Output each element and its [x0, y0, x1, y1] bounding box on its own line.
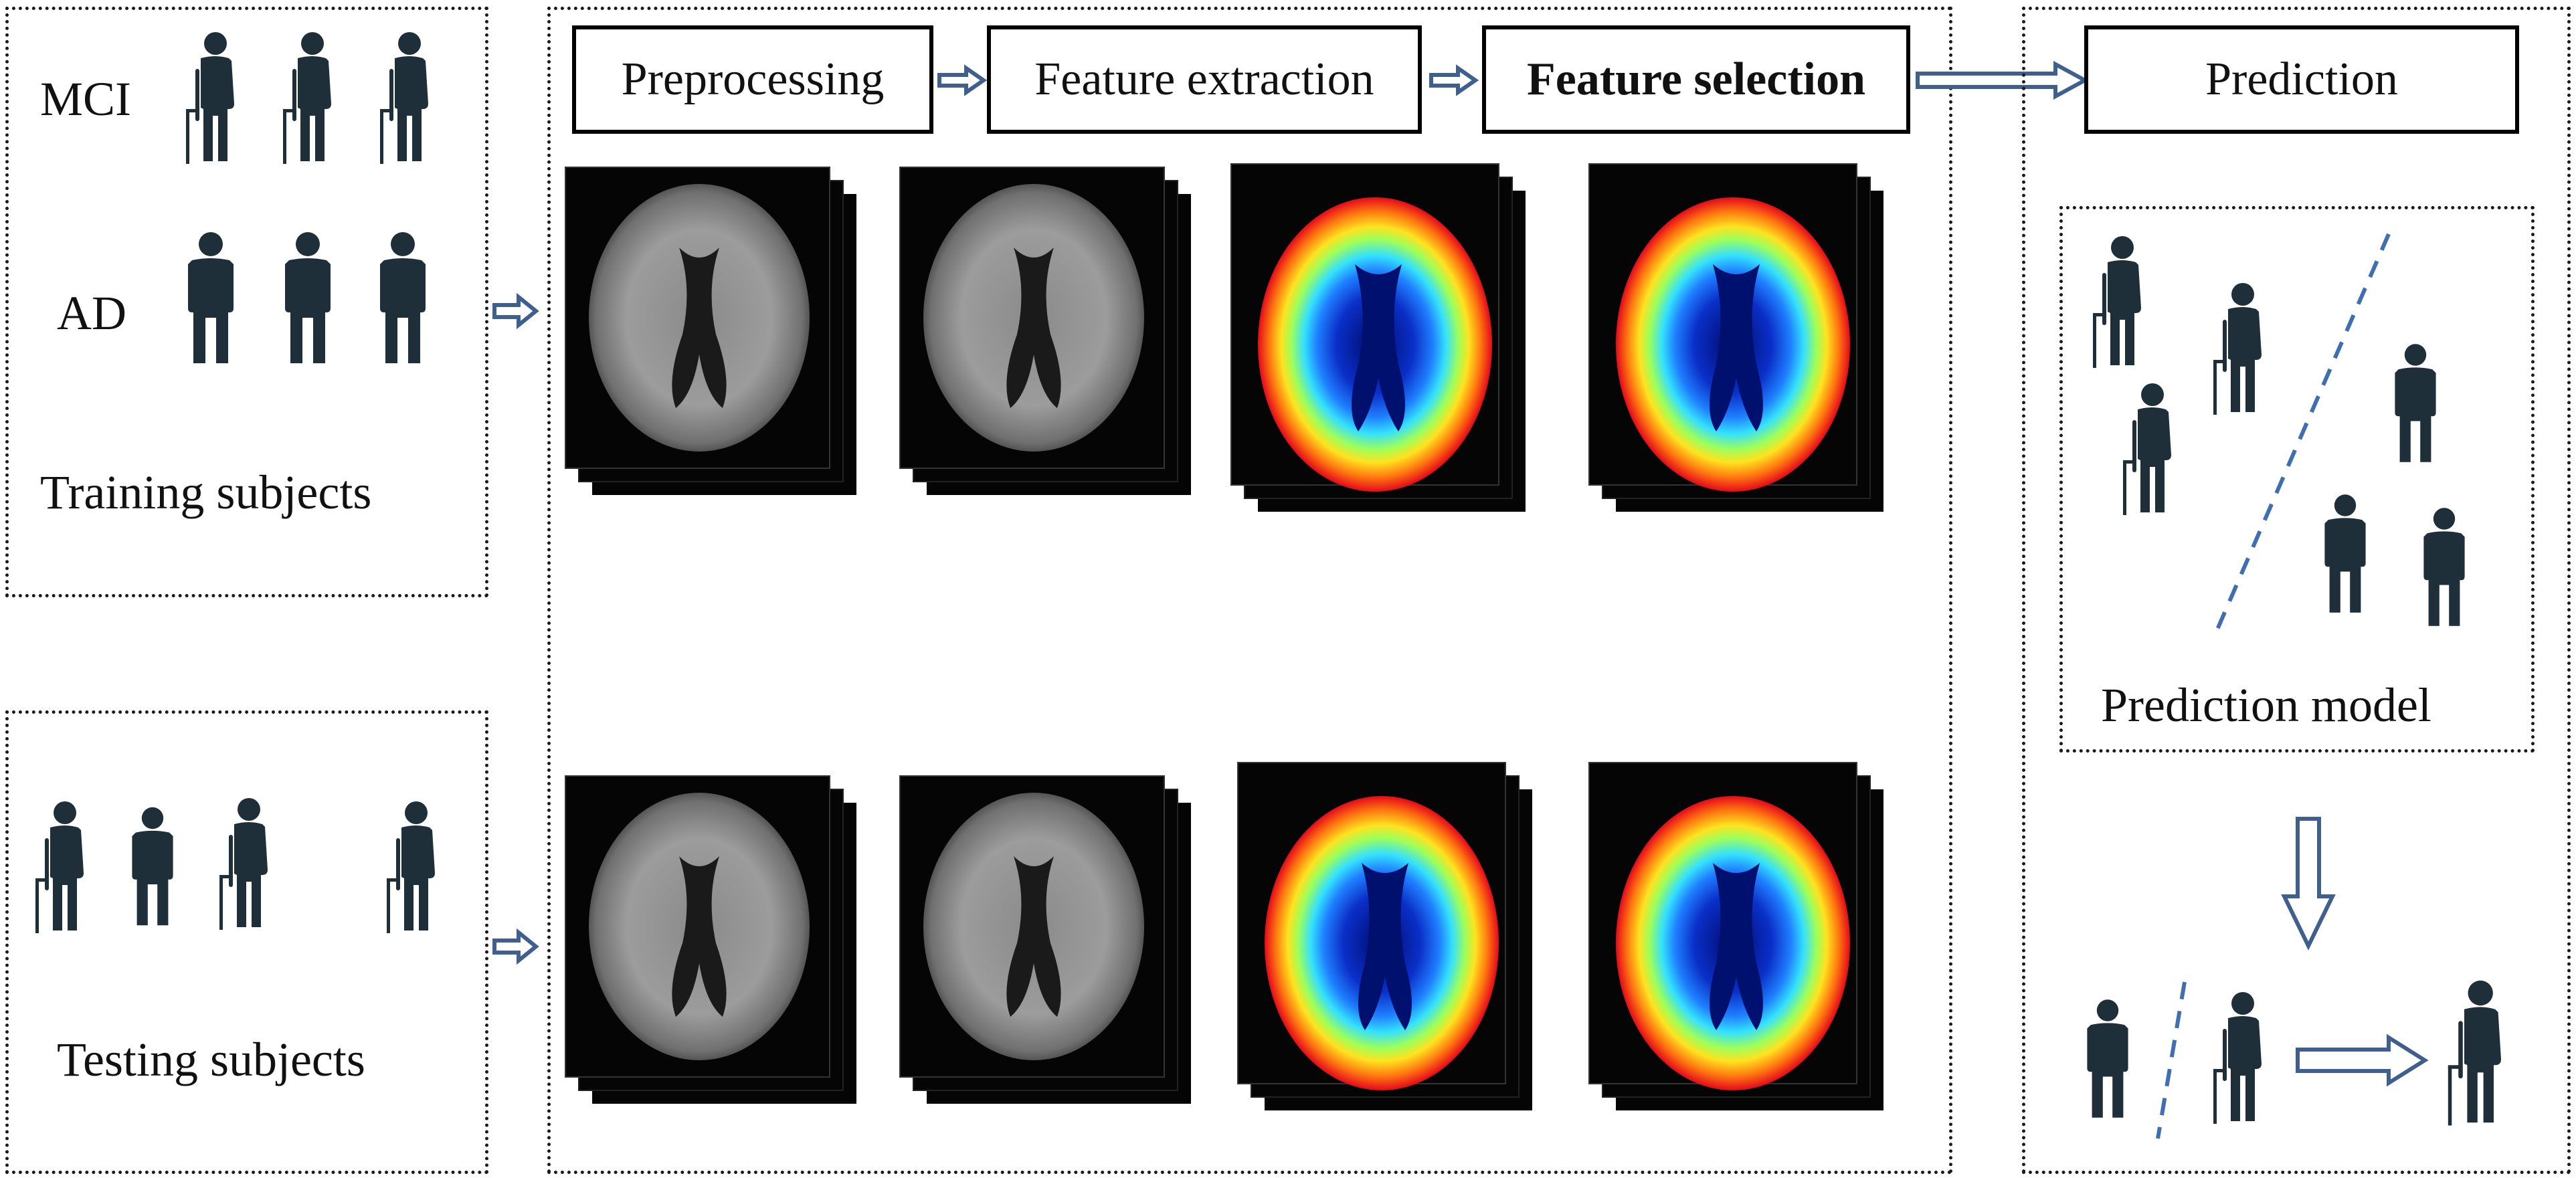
elderly-person-with-cane-icon	[2118, 381, 2185, 515]
preprocessing-step: Preprocessing	[572, 25, 933, 134]
hollow-right-arrow-icon	[492, 292, 539, 330]
prediction-panel	[2022, 7, 2571, 1174]
elderly-person-with-cane-icon	[274, 30, 348, 164]
mci-label: MCI	[40, 72, 132, 126]
hollow-right-arrow-icon	[1429, 64, 1479, 96]
dashed-divider-line	[2213, 233, 2391, 637]
mri-slice-stack	[565, 775, 856, 1104]
elderly-person-with-cane-icon	[2442, 977, 2516, 1127]
standing-person-icon	[122, 796, 183, 937]
training-subjects-caption: Training subjects	[40, 466, 372, 519]
standing-person-icon	[369, 221, 436, 375]
elderly-person-with-cane-icon	[2208, 983, 2275, 1131]
ad-label: AD	[57, 286, 126, 340]
mri-slice-stack	[565, 167, 856, 495]
standing-person-icon	[177, 221, 244, 375]
mri-slice-stack	[899, 775, 1191, 1104]
hollow-down-arrow-icon	[2281, 817, 2336, 951]
training-subjects-panel	[5, 7, 488, 597]
standing-person-icon	[2385, 328, 2446, 478]
mri-slice-stack	[899, 167, 1191, 495]
hollow-right-arrow-icon	[937, 64, 988, 96]
elderly-person-with-cane-icon	[371, 30, 445, 164]
elderly-person-with-cane-icon	[30, 799, 97, 933]
pet-heatmap-slice-stack	[1237, 762, 1532, 1110]
standing-person-icon	[274, 221, 341, 375]
pet-heatmap-slice-stack	[1588, 762, 1883, 1110]
testing-subjects-panel	[5, 710, 488, 1174]
prediction-step: Prediction	[2084, 25, 2519, 134]
standing-person-icon	[2315, 478, 2375, 629]
feature-extraction-step: Feature extraction	[987, 25, 1422, 134]
dashed-divider-line	[2156, 981, 2187, 1139]
testing-subjects-caption: Testing subjects	[57, 1033, 365, 1086]
prediction-model-box	[2059, 206, 2535, 753]
standing-person-icon	[2078, 983, 2138, 1134]
hollow-right-arrow-icon	[2296, 1034, 2429, 1087]
pet-heatmap-slice-stack	[1588, 163, 1883, 512]
pet-heatmap-slice-stack	[1230, 163, 1526, 512]
processing-panel	[547, 7, 1952, 1174]
elderly-person-with-cane-icon	[2088, 234, 2154, 368]
elderly-person-with-cane-icon	[177, 30, 251, 164]
feature-selection-step: Feature selection	[1482, 25, 1910, 134]
prediction-model-caption: Prediction model	[2101, 678, 2431, 732]
elderly-person-with-cane-icon	[214, 796, 281, 930]
hollow-right-arrow-icon	[492, 928, 539, 965]
standing-person-icon	[2414, 492, 2474, 642]
elderly-person-with-cane-icon	[381, 799, 448, 933]
hollow-right-arrow-icon	[1916, 60, 2090, 100]
